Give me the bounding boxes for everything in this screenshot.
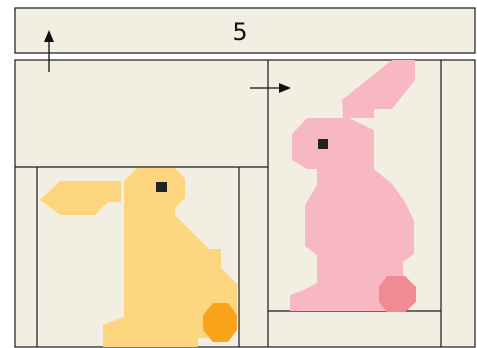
header-label: 5 <box>232 18 247 46</box>
yellow-bunny-eye <box>156 182 167 192</box>
pink-bunny-eye <box>318 139 328 149</box>
